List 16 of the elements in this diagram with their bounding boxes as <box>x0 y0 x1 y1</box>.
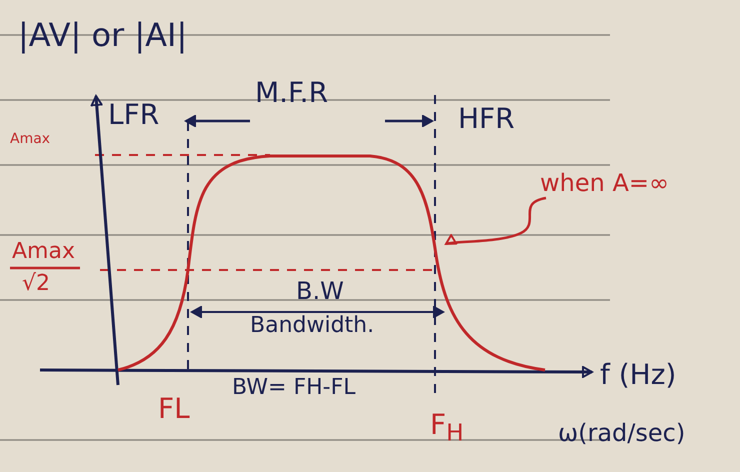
leader-line <box>445 196 546 248</box>
level-label: Amax <box>10 132 50 148</box>
formula-label: BW= FH-FL <box>232 376 356 400</box>
level-label: √2 <box>22 272 50 296</box>
region-label: HFR <box>458 104 515 135</box>
region-label: LFR <box>108 100 160 131</box>
region-label: M.F.R <box>255 78 328 109</box>
axis-label: f (Hz) <box>600 360 676 391</box>
bandwidth-label: Bandwidth. <box>250 314 374 338</box>
frequency-label: FL <box>158 394 190 425</box>
frequency-label: F$_{H}$ <box>430 410 464 446</box>
axis-label: ω(rad/sec) <box>558 420 686 446</box>
bandwidth-label: B.W <box>296 278 344 304</box>
level-label: Amax <box>12 240 75 264</box>
note-text: when A=∞ <box>540 170 669 196</box>
axis-title: |AV| or |AI| <box>18 18 188 54</box>
